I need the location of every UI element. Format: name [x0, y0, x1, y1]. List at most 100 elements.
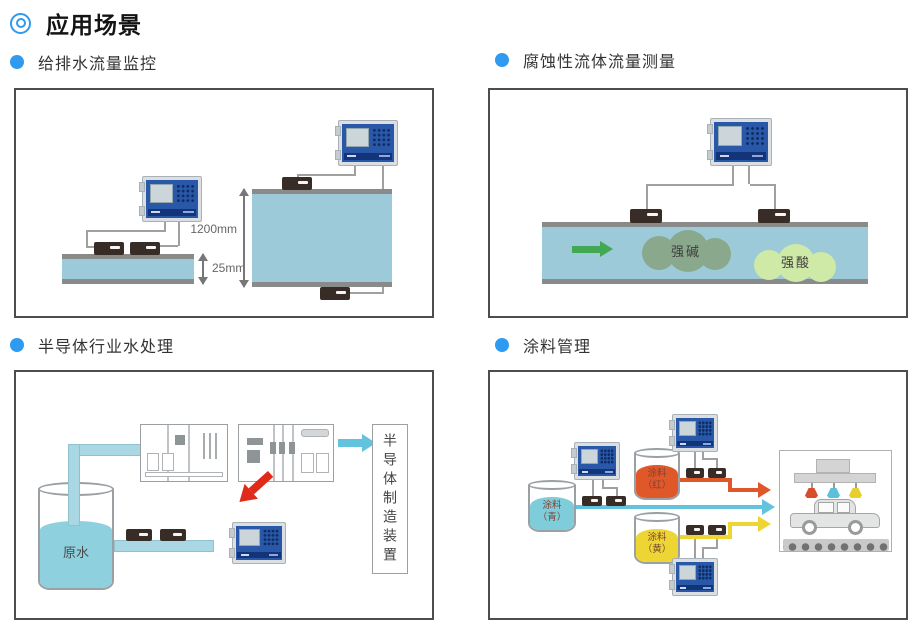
flow-meter-device: [139, 176, 202, 222]
tank-water: [40, 521, 112, 588]
spray-nozzle-cyan-icon: [827, 488, 840, 498]
machine-detail: [301, 453, 315, 473]
tank-label: 涂料 （青）: [528, 500, 576, 525]
device-brand-band: [715, 152, 767, 160]
machine-detail: [279, 441, 286, 454]
spray-nozzle-yellow-icon: [849, 488, 862, 498]
device-face: [146, 180, 198, 218]
flow-meter-device: [707, 118, 772, 166]
cable: [160, 245, 178, 247]
device-face: [578, 446, 616, 476]
car-window: [837, 502, 850, 513]
machine-detail: [147, 453, 160, 471]
cable: [774, 184, 776, 209]
paint-line-red: [728, 478, 732, 492]
cable: [602, 487, 618, 489]
cable: [86, 230, 166, 232]
machine-detail: [175, 435, 186, 446]
cable: [702, 547, 704, 558]
device-keypad: [176, 183, 195, 203]
tank-label: 涂料 （红）: [634, 468, 680, 493]
equipment-label: 半导体制造装置: [382, 432, 398, 566]
machine-detail: [145, 472, 223, 478]
flow-meter-device: [669, 414, 718, 452]
cable: [602, 480, 604, 488]
cable: [592, 480, 594, 496]
device-face: [236, 526, 282, 560]
tank-label-line: （红）: [642, 480, 672, 492]
car-wheel: [848, 520, 863, 535]
device-keypad: [745, 126, 765, 146]
feed-pipe-vertical: [68, 444, 80, 526]
device-brand-band: [677, 440, 713, 447]
car-window: [818, 502, 834, 513]
cable: [750, 184, 776, 186]
bullet-icon: [10, 338, 24, 352]
cable: [694, 452, 696, 468]
section-header-corrosive: 腐蚀性流体流量测量: [495, 48, 676, 72]
paint-line-yellow: [730, 522, 760, 526]
cable: [86, 230, 88, 248]
clamp-on-sensor-icon: [130, 242, 160, 255]
section-header-paint: 涂料管理: [495, 333, 591, 357]
tank-rim: [634, 448, 680, 458]
acid-label: 强酸: [780, 254, 811, 270]
clamp-on-sensor-icon: [758, 209, 790, 223]
cable: [716, 458, 718, 468]
device-brand-band: [677, 584, 713, 591]
cable: [350, 292, 382, 294]
tank-label-line: 涂料: [542, 500, 562, 511]
machine-detail: [316, 453, 330, 473]
cable: [86, 246, 94, 248]
cable: [748, 166, 750, 184]
device-brand-band: [343, 152, 393, 160]
flow-meter-device: [669, 558, 718, 596]
tank-label: 涂料 （黄）: [634, 532, 680, 557]
dimension-label: 25mm: [212, 261, 246, 275]
device-lcd-screen: [149, 183, 174, 203]
tank-body: [634, 517, 680, 564]
cable: [702, 458, 718, 460]
cable: [702, 547, 718, 549]
flow-meter-device: [335, 120, 398, 166]
machine-detail: [246, 438, 263, 446]
cable: [716, 539, 718, 549]
paint-tank-red: 涂料 （红）: [634, 448, 680, 500]
paint-line-arrow-icon: [758, 482, 771, 498]
clamp-on-sensor-icon: [582, 496, 602, 506]
sensor-pipe: [114, 540, 214, 552]
device-keypad: [698, 421, 712, 436]
tank-paint: [636, 465, 678, 498]
tank-body: [528, 485, 576, 532]
conveyor-belt: [783, 539, 889, 551]
machine-detail: [202, 433, 221, 459]
acid-blob: 强酸: [754, 240, 838, 282]
cable: [616, 487, 618, 496]
semiconductor-equipment-box: 半导体制造装置: [372, 424, 408, 574]
device-lcd-screen: [717, 126, 743, 146]
tank-label-line: （黄）: [642, 544, 672, 556]
paint-line-red: [730, 488, 760, 492]
clamp-on-sensor-icon: [606, 496, 626, 506]
dimension-arrow-icon: [198, 253, 208, 285]
cable: [297, 174, 356, 176]
machine-detail: [246, 450, 260, 464]
cable: [646, 184, 734, 186]
device-keypad: [372, 127, 391, 147]
device-brand-band: [237, 551, 281, 558]
machine-detail: [188, 425, 191, 481]
device-keypad: [600, 449, 614, 464]
panel-water-monitoring: 25mm 1200mm: [14, 88, 434, 318]
device-brand-band: [579, 468, 615, 475]
section-header-semiconductor: 半导体行业水处理: [10, 333, 174, 357]
cable: [297, 174, 299, 179]
device-keypad: [262, 529, 280, 547]
device-lcd-screen: [678, 565, 696, 580]
double-circle-icon: [10, 12, 31, 34]
device-face: [676, 418, 714, 448]
tank-paint: [636, 529, 678, 562]
machine-detail: [301, 429, 330, 437]
cable: [354, 166, 356, 174]
cable: [732, 166, 734, 184]
